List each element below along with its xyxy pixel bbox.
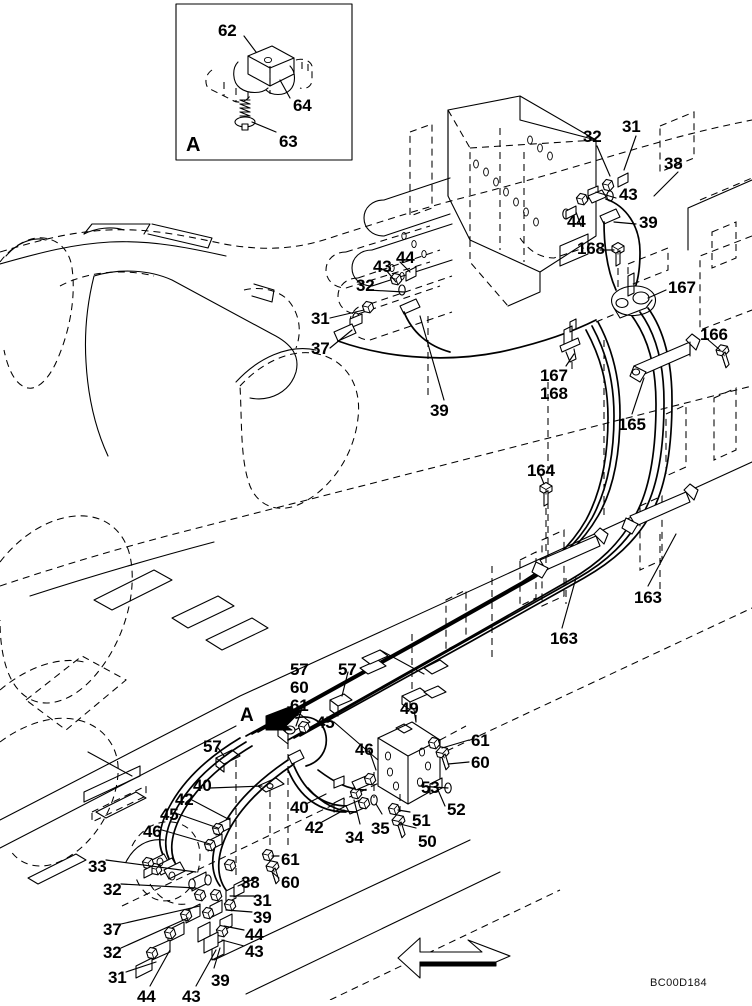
callout-n38b: 38 — [241, 873, 260, 892]
main-control-valve — [325, 95, 597, 341]
callout-n33: 33 — [88, 857, 107, 876]
callout-n34: 34 — [345, 828, 364, 847]
inset-box-label: A — [186, 134, 201, 156]
callout-n60a: 60 — [290, 678, 309, 697]
callout-n32c: 32 — [103, 880, 122, 899]
inset-callout-c62: 62 — [218, 21, 237, 40]
callout-n43a: 43 — [619, 185, 638, 204]
callout-n32d: 32 — [103, 943, 122, 962]
callout-n44c: 44 — [245, 925, 264, 944]
callout-n44a: 44 — [567, 212, 586, 231]
callout-n46b: 46 — [143, 822, 162, 841]
callout-n38a: 38 — [664, 154, 683, 173]
view-direction-arrow — [397, 937, 511, 979]
callout-n31c: 31 — [253, 891, 272, 910]
callout-n39d: 39 — [211, 971, 230, 990]
callout-n168b: 168 — [540, 384, 568, 403]
callout-n45b: 45 — [160, 805, 179, 824]
callout-n50: 50 — [418, 832, 437, 851]
callout-n57a: 57 — [290, 660, 309, 679]
callout-n61a: 61 — [290, 696, 309, 715]
callout-n43d: 43 — [182, 987, 201, 1006]
callout-n42b: 42 — [305, 818, 324, 837]
callout-n163a: 163 — [634, 588, 662, 607]
callout-n51: 51 — [412, 811, 431, 830]
callout-n49: 49 — [400, 699, 419, 718]
callout-n44d: 44 — [137, 987, 156, 1006]
inset-detail-box — [175, 3, 353, 161]
inset-callout-c64: 64 — [293, 96, 312, 115]
upper-right-fitting-group — [562, 172, 657, 319]
callout-n165: 165 — [618, 415, 646, 434]
callout-n39b: 39 — [430, 401, 449, 420]
callout-n52: 52 — [447, 800, 466, 819]
drawing-code: BC00D184 — [650, 977, 708, 989]
section-arrow-label: A — [240, 705, 254, 726]
callout-n61c: 61 — [281, 850, 300, 869]
callout-n60c: 60 — [281, 873, 300, 892]
callout-n32a: 32 — [583, 127, 602, 146]
callout-leader-lines — [105, 135, 721, 987]
callout-n37c: 37 — [103, 920, 122, 939]
callout-n32b: 32 — [356, 276, 375, 295]
lower-left-hose-group — [125, 737, 295, 979]
callout-n43c: 43 — [245, 942, 264, 961]
callout-n37b: 37 — [311, 339, 330, 358]
callout-n44b: 44 — [396, 248, 415, 267]
callout-n163b: 163 — [550, 629, 578, 648]
hydraulic-hose-bundle — [245, 307, 673, 741]
inset-callout-c63: 63 — [279, 132, 298, 151]
callout-n166: 166 — [700, 325, 728, 344]
mid-left-fitting-group — [333, 266, 597, 396]
callout-n35: 35 — [371, 819, 390, 838]
callout-n167b: 167 — [540, 366, 568, 385]
callout-n53: 53 — [421, 778, 440, 797]
selector-valve-block — [333, 700, 467, 840]
callout-n40b: 40 — [290, 798, 309, 817]
callout-n31d: 31 — [108, 968, 127, 987]
callout-n40a: 40 — [193, 776, 212, 795]
callout-n167a: 167 — [668, 278, 696, 297]
callout-n31a: 31 — [622, 117, 641, 136]
callout-n45a: 45 — [316, 713, 335, 732]
callout-n43b: 43 — [373, 257, 392, 276]
callout-n164: 164 — [527, 461, 555, 480]
callout-n39a: 39 — [639, 213, 658, 232]
callout-n61b: 61 — [471, 731, 490, 750]
callout-n168a: 168 — [577, 239, 605, 258]
callout-n39c: 39 — [253, 908, 272, 927]
callout-n46a: 46 — [355, 740, 374, 759]
callout-n31b: 31 — [311, 309, 330, 328]
section-view-arrow — [265, 705, 303, 731]
callout-n42a: 42 — [175, 790, 194, 809]
callout-n57b: 57 — [338, 660, 357, 679]
callout-n60b: 60 — [471, 753, 490, 772]
callout-n57c: 57 — [203, 737, 222, 756]
hose-clamp-group — [531, 333, 735, 604]
